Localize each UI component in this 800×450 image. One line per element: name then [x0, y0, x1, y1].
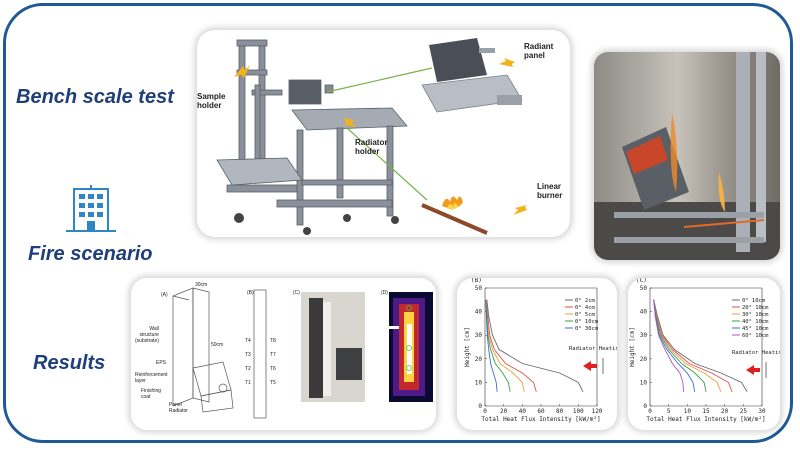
x-tick-label: 5	[667, 408, 671, 415]
thermocouple-t3: T3	[245, 352, 251, 358]
series-line	[653, 299, 748, 393]
thermocouple-t1: T1	[245, 380, 251, 386]
radiator-arrow	[746, 365, 754, 375]
bench-test-card: Sample holder Radiator holder Radiant pa…	[197, 30, 570, 237]
y-tick-label: 30	[640, 332, 648, 339]
y-tick-label: 40	[640, 309, 648, 316]
legend-label: 20° 10cm	[742, 305, 769, 311]
x-tick-label: 15	[702, 408, 710, 415]
radiator-arrow-shaft	[754, 368, 760, 372]
label-wall-structure: Wall structure (substrate)	[135, 326, 159, 344]
legend-label: 60° 10cm	[742, 333, 769, 339]
fire-photo-card	[594, 52, 780, 260]
series-line	[485, 299, 498, 392]
heading-results: Results	[33, 352, 106, 374]
legend-label: 0° 10cm	[575, 319, 599, 325]
y-tick-label: 50	[475, 285, 483, 292]
annotation-text: Radiator Heating	[569, 346, 617, 352]
thermocouple-t6: T6	[270, 366, 276, 372]
y-tick-label: 10	[640, 379, 648, 386]
legend-label: 45° 10cm	[742, 326, 769, 332]
x-tick-label: 10	[684, 408, 692, 415]
thermocouple-t8: T8	[270, 338, 276, 344]
wall-schematic-card: (A) (B) (C) (D) Wall structure (substrat…	[131, 278, 436, 430]
x-tick-label: 60	[537, 408, 545, 415]
panel-b-label: (B)	[247, 290, 254, 296]
radiator-arrow	[583, 361, 591, 371]
label-finishing: Finishing coat	[141, 388, 162, 400]
series-line	[653, 299, 707, 392]
legend-label: 0° 30cm	[575, 326, 599, 332]
label-radiant-panel: Radiant panel	[524, 42, 554, 60]
series-line	[486, 299, 584, 393]
legend-label: 40° 10cm	[742, 319, 769, 325]
label-linear-burner: Linear burner	[537, 182, 563, 200]
series-line	[653, 299, 696, 392]
label-eps: EPS	[156, 360, 167, 366]
label-panel-radiator: Panel Radiator	[169, 402, 188, 414]
x-tick-label: 25	[740, 408, 748, 415]
x-tick-label: 20	[721, 408, 729, 415]
label-dim-height: 50cm	[211, 342, 224, 348]
panel-c-label: (C)	[293, 290, 300, 296]
x-tick-label: 120	[592, 408, 603, 415]
y-axis-label: Height [cm]	[464, 327, 471, 367]
panel-label: (C)	[636, 278, 647, 284]
wall-schematic-figure	[172, 287, 433, 419]
y-tick-label: 20	[640, 356, 648, 363]
legend-label: 0° 10cm	[742, 298, 766, 304]
legend-label: 30° 10cm	[742, 312, 769, 318]
series-line	[485, 299, 511, 392]
label-reinforcement: Reinforcement layer	[135, 372, 168, 384]
label-dim-width: 30cm	[195, 282, 208, 288]
y-axis-label: Height [cm]	[629, 327, 636, 367]
radiator-arrow-shaft	[591, 364, 597, 368]
y-tick-label: 40	[475, 309, 483, 316]
fire-test-photo	[594, 52, 780, 260]
x-tick-label: 0	[483, 408, 487, 415]
panel-label: (B)	[471, 278, 482, 284]
thermocouple-t4: T4	[245, 338, 251, 344]
x-axis-label: Total Heat Flux Intensity [kW/m²]	[646, 416, 765, 423]
legend-label: 0° 5cm	[575, 312, 596, 318]
x-tick-label: 30	[758, 408, 766, 415]
x-tick-label: 100	[573, 408, 584, 415]
thermocouple-t5: T5	[270, 380, 276, 386]
x-tick-label: 40	[519, 408, 527, 415]
legend-label: 0° 2cm	[575, 298, 596, 304]
annotation-text: Radiator Heating	[732, 350, 780, 356]
x-tick-label: 0	[648, 408, 652, 415]
thermocouple-t7: T7	[270, 352, 276, 358]
y-tick-label: 0	[643, 403, 647, 410]
series-line	[486, 299, 537, 392]
panel-d-label: (D)	[381, 290, 388, 296]
heading-fire-scenario: Fire scenario	[28, 243, 153, 265]
label-sample-holder: Sample holder	[197, 92, 226, 110]
series-line	[653, 299, 685, 392]
x-axis-label: Total Heat Flux Intensity [kW/m²]	[481, 416, 600, 423]
y-tick-label: 30	[475, 332, 483, 339]
x-tick-label: 80	[556, 408, 564, 415]
x-tick-label: 20	[500, 408, 508, 415]
y-tick-label: 50	[640, 285, 648, 292]
y-tick-label: 10	[475, 379, 483, 386]
panel-a-label: (A)	[161, 292, 168, 298]
y-tick-label: 0	[478, 403, 482, 410]
heading-bench-scale-test: Bench scale test	[16, 86, 174, 108]
thermocouple-t2: T2	[245, 366, 251, 372]
series-line	[653, 299, 733, 392]
building-icon	[66, 185, 116, 232]
bench-apparatus-illustration	[216, 38, 527, 235]
y-tick-label: 20	[475, 356, 483, 363]
legend-label: 0° 4cm	[575, 305, 596, 311]
label-radiator-holder: Radiator holder	[355, 138, 388, 156]
